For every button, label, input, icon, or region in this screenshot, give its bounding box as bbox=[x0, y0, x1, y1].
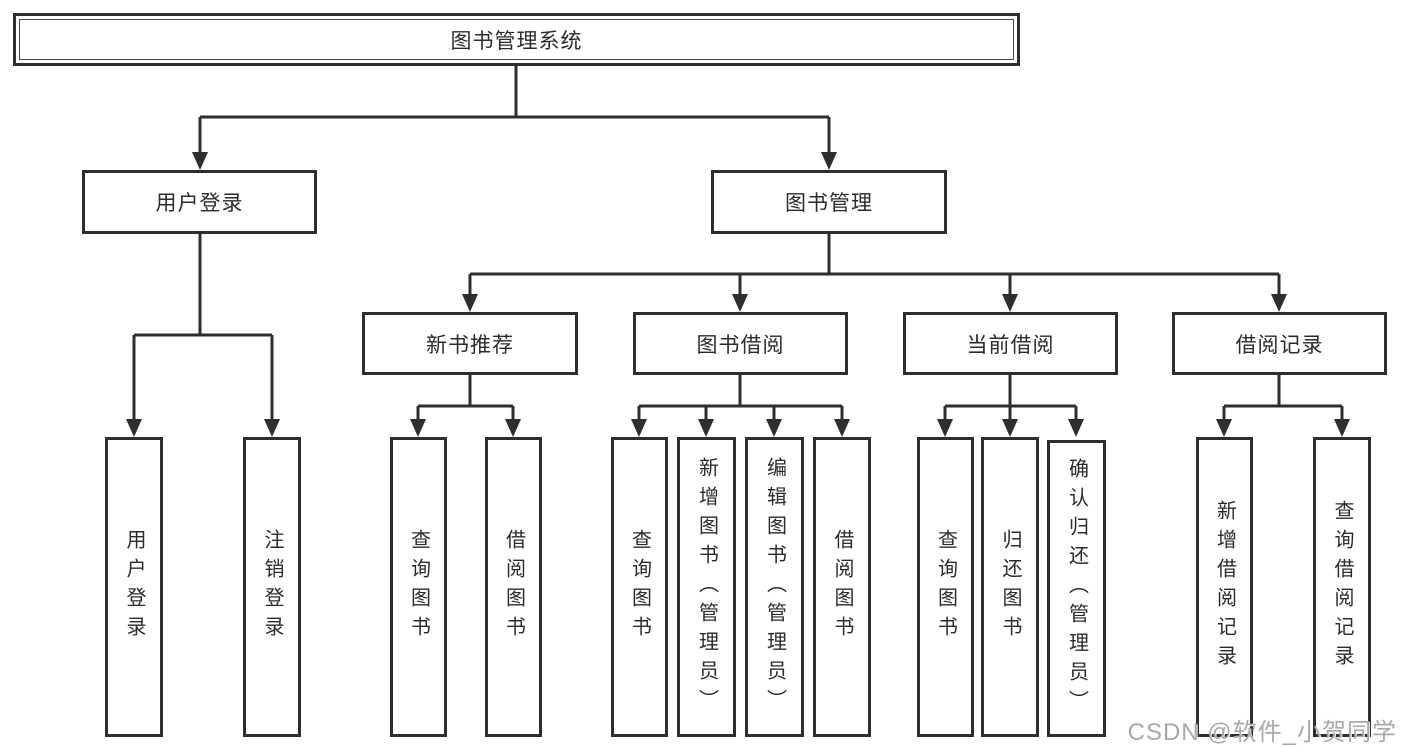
node-label: 图书管理 bbox=[785, 192, 873, 215]
leaf-query-borrow-record: 查询借阅记录 bbox=[1313, 437, 1371, 737]
connectors-borrow-records-branch bbox=[1222, 375, 1344, 421]
node-label: 查询借阅记录 bbox=[1331, 500, 1353, 674]
connectors-book-management-branch bbox=[468, 234, 1281, 296]
node-label: 归还图书 bbox=[999, 529, 1021, 645]
connectors-user-login-branch bbox=[132, 234, 274, 421]
leaf-return-book: 归还图书 bbox=[981, 437, 1039, 737]
node-label: 图书借阅 bbox=[696, 333, 785, 357]
node-label: 新书推荐 bbox=[426, 333, 514, 357]
arrowheads bbox=[126, 152, 1350, 437]
node-new-book-recommend: 新书推荐 bbox=[362, 312, 578, 375]
leaf-edit-book-admin: 编辑图书（管理员） bbox=[745, 437, 804, 737]
leaf-query-books-1: 查询图书 bbox=[390, 437, 447, 737]
node-current-borrow: 当前借阅 bbox=[903, 312, 1118, 375]
node-label: 图书管理系统 bbox=[450, 29, 583, 53]
node-label: 用户登录 bbox=[123, 529, 145, 645]
node-label: 注销登录 bbox=[261, 529, 283, 645]
node-book-management: 图书管理 bbox=[711, 170, 947, 234]
node-library-management-system: 图书管理系统 bbox=[13, 13, 1020, 66]
leaf-logout: 注销登录 bbox=[243, 437, 301, 737]
csdn-watermark: CSDN @软件_小贺同学 bbox=[1127, 719, 1397, 746]
leaf-query-books-3: 查询图书 bbox=[917, 437, 974, 737]
leaf-query-books-2: 查询图书 bbox=[611, 437, 668, 737]
leaf-confirm-return-admin: 确认归还（管理员） bbox=[1047, 440, 1106, 737]
node-book-borrow: 图书借阅 bbox=[633, 312, 848, 375]
node-label: 借阅图书 bbox=[502, 529, 525, 645]
node-label: 查询图书 bbox=[628, 529, 651, 645]
leaf-borrow-books-2: 借阅图书 bbox=[813, 437, 871, 737]
node-borrow-records: 借阅记录 bbox=[1172, 312, 1387, 375]
connectors-new-book-branch bbox=[416, 375, 515, 421]
node-label: 新增借阅记录 bbox=[1213, 500, 1236, 674]
leaf-add-book-admin: 新增图书（管理员） bbox=[677, 437, 736, 737]
leaf-user-login: 用户登录 bbox=[105, 437, 163, 737]
connectors-root-to-level2 bbox=[198, 66, 831, 154]
node-label: 借阅记录 bbox=[1235, 333, 1324, 357]
node-label: 当前借阅 bbox=[966, 333, 1055, 357]
connectors-book-borrow-branch bbox=[637, 375, 844, 421]
node-label: 查询图书 bbox=[407, 529, 430, 645]
node-label: 编辑图书（管理员） bbox=[763, 456, 786, 718]
node-label: 新增图书（管理员） bbox=[695, 456, 718, 718]
node-label: 借阅图书 bbox=[831, 529, 853, 645]
node-label: 用户登录 bbox=[155, 192, 244, 215]
node-label: 确认归还（管理员） bbox=[1065, 458, 1088, 719]
node-label: 查询图书 bbox=[934, 529, 957, 645]
leaf-add-borrow-record: 新增借阅记录 bbox=[1196, 437, 1253, 737]
connectors-current-borrow-branch bbox=[943, 375, 1078, 421]
node-user-login: 用户登录 bbox=[82, 170, 317, 234]
leaf-borrow-books-1: 借阅图书 bbox=[485, 437, 542, 737]
